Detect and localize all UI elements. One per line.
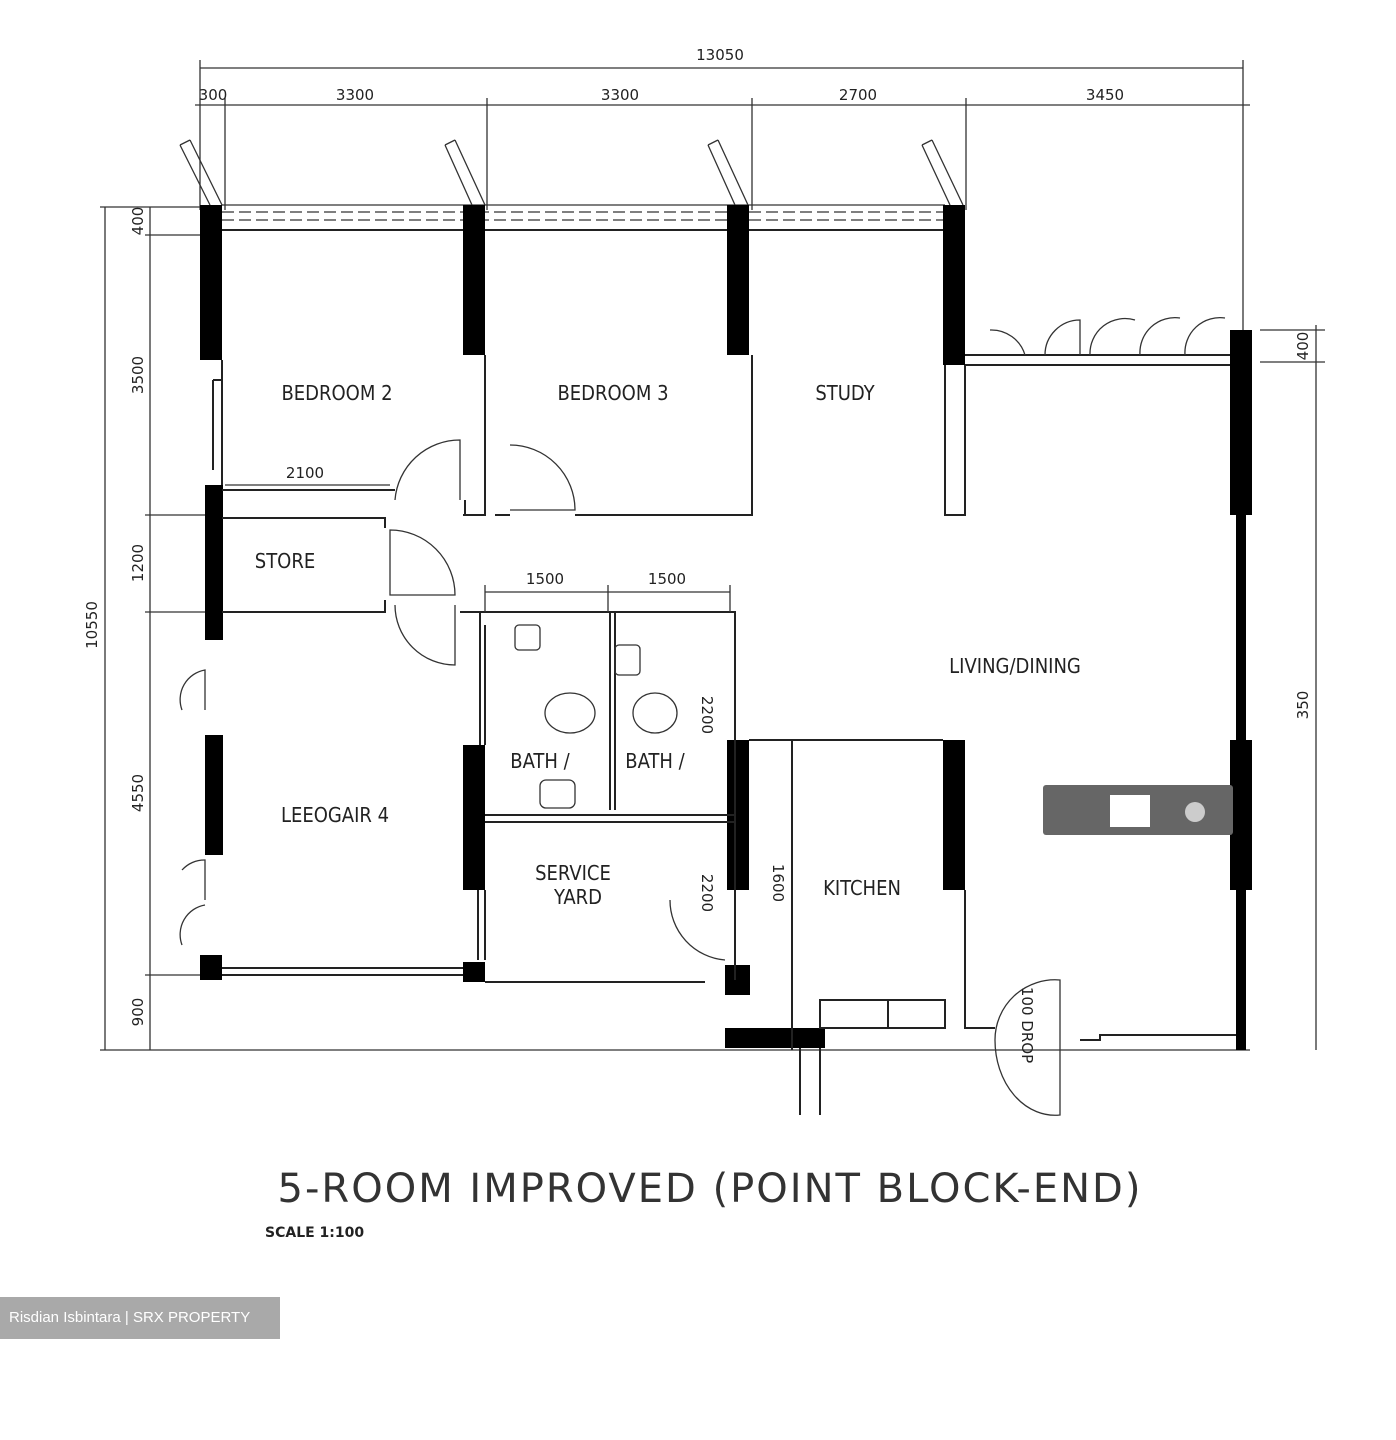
- dim-left-5: 900: [129, 998, 147, 1027]
- dim-bath-height: 2200: [698, 696, 716, 734]
- dim-total-height: 10550: [83, 601, 101, 649]
- dim-drop: 100 DROP: [1018, 987, 1036, 1063]
- inner-dimensions: 2100 1500 1500 2200 2200 1600 100 DROP: [225, 464, 1036, 1063]
- dim-top-5: 3450: [1086, 86, 1124, 104]
- label-study: STUDY: [815, 381, 875, 405]
- dim-bath-2: 1500: [648, 570, 686, 588]
- top-windows: [179, 139, 964, 231]
- toilet-icon: [544, 692, 596, 734]
- label-bath-2: BATH /: [625, 749, 685, 773]
- dim-left-4: 4550: [129, 774, 147, 812]
- dim-kitchen-height: 1600: [769, 864, 787, 902]
- dim-right-2: 350: [1294, 691, 1312, 720]
- top-dimensions: 13050 300 3300 3300 2700 3450: [195, 46, 1250, 330]
- shower-icon: [539, 779, 576, 809]
- dim-total-width: 13050: [696, 46, 744, 64]
- plan-scale: SCALE 1:100: [265, 1225, 364, 1241]
- fixtures: [514, 624, 1233, 835]
- label-service: SERVICE: [535, 861, 611, 885]
- doors: [179, 316, 1226, 1116]
- dim-top-2: 3300: [336, 86, 374, 104]
- right-dimensions: 400 350: [1260, 325, 1325, 1050]
- dim-store-width: 2100: [286, 464, 324, 482]
- walls: [200, 205, 1252, 1050]
- interior-lines: [212, 354, 1236, 1115]
- dim-top-3: 3300: [601, 86, 639, 104]
- label-store: STORE: [255, 549, 315, 573]
- dim-service-height: 2200: [698, 874, 716, 912]
- label-service-yard: YARD: [553, 885, 602, 909]
- dim-right-1: 400: [1294, 332, 1312, 361]
- label-bedroom-3: BEDROOM 3: [557, 381, 668, 405]
- label-living-dining: LIVING/DINING: [949, 654, 1081, 678]
- toilet-icon: [632, 692, 678, 734]
- label-bedroom-1: LEEOGAIR 4: [281, 803, 389, 827]
- dim-bath-1: 1500: [526, 570, 564, 588]
- dim-left-3: 1200: [129, 544, 147, 582]
- label-kitchen: KITCHEN: [823, 876, 901, 900]
- dim-left-2: 3500: [129, 356, 147, 394]
- left-dimensions: 10550 400 3500 1200 4550 900: [83, 206, 1250, 1051]
- basin-icon: [514, 624, 541, 651]
- dim-top-4: 2700: [839, 86, 877, 104]
- dim-left-1: 400: [129, 207, 147, 236]
- plan-title: 5-ROOM IMPROVED (POINT BLOCK-END): [278, 1166, 1143, 1212]
- label-bath-1: BATH /: [510, 749, 570, 773]
- dim-top-1: 300: [199, 86, 228, 104]
- basin-icon: [614, 644, 641, 676]
- watermark: Risdian Isbintara | SRX PROPERTY: [0, 1297, 280, 1339]
- label-bedroom-2: BEDROOM 2: [281, 381, 392, 405]
- room-labels: BEDROOM 2 BEDROOM 3 STUDY STORE LIVING/D…: [255, 381, 1081, 909]
